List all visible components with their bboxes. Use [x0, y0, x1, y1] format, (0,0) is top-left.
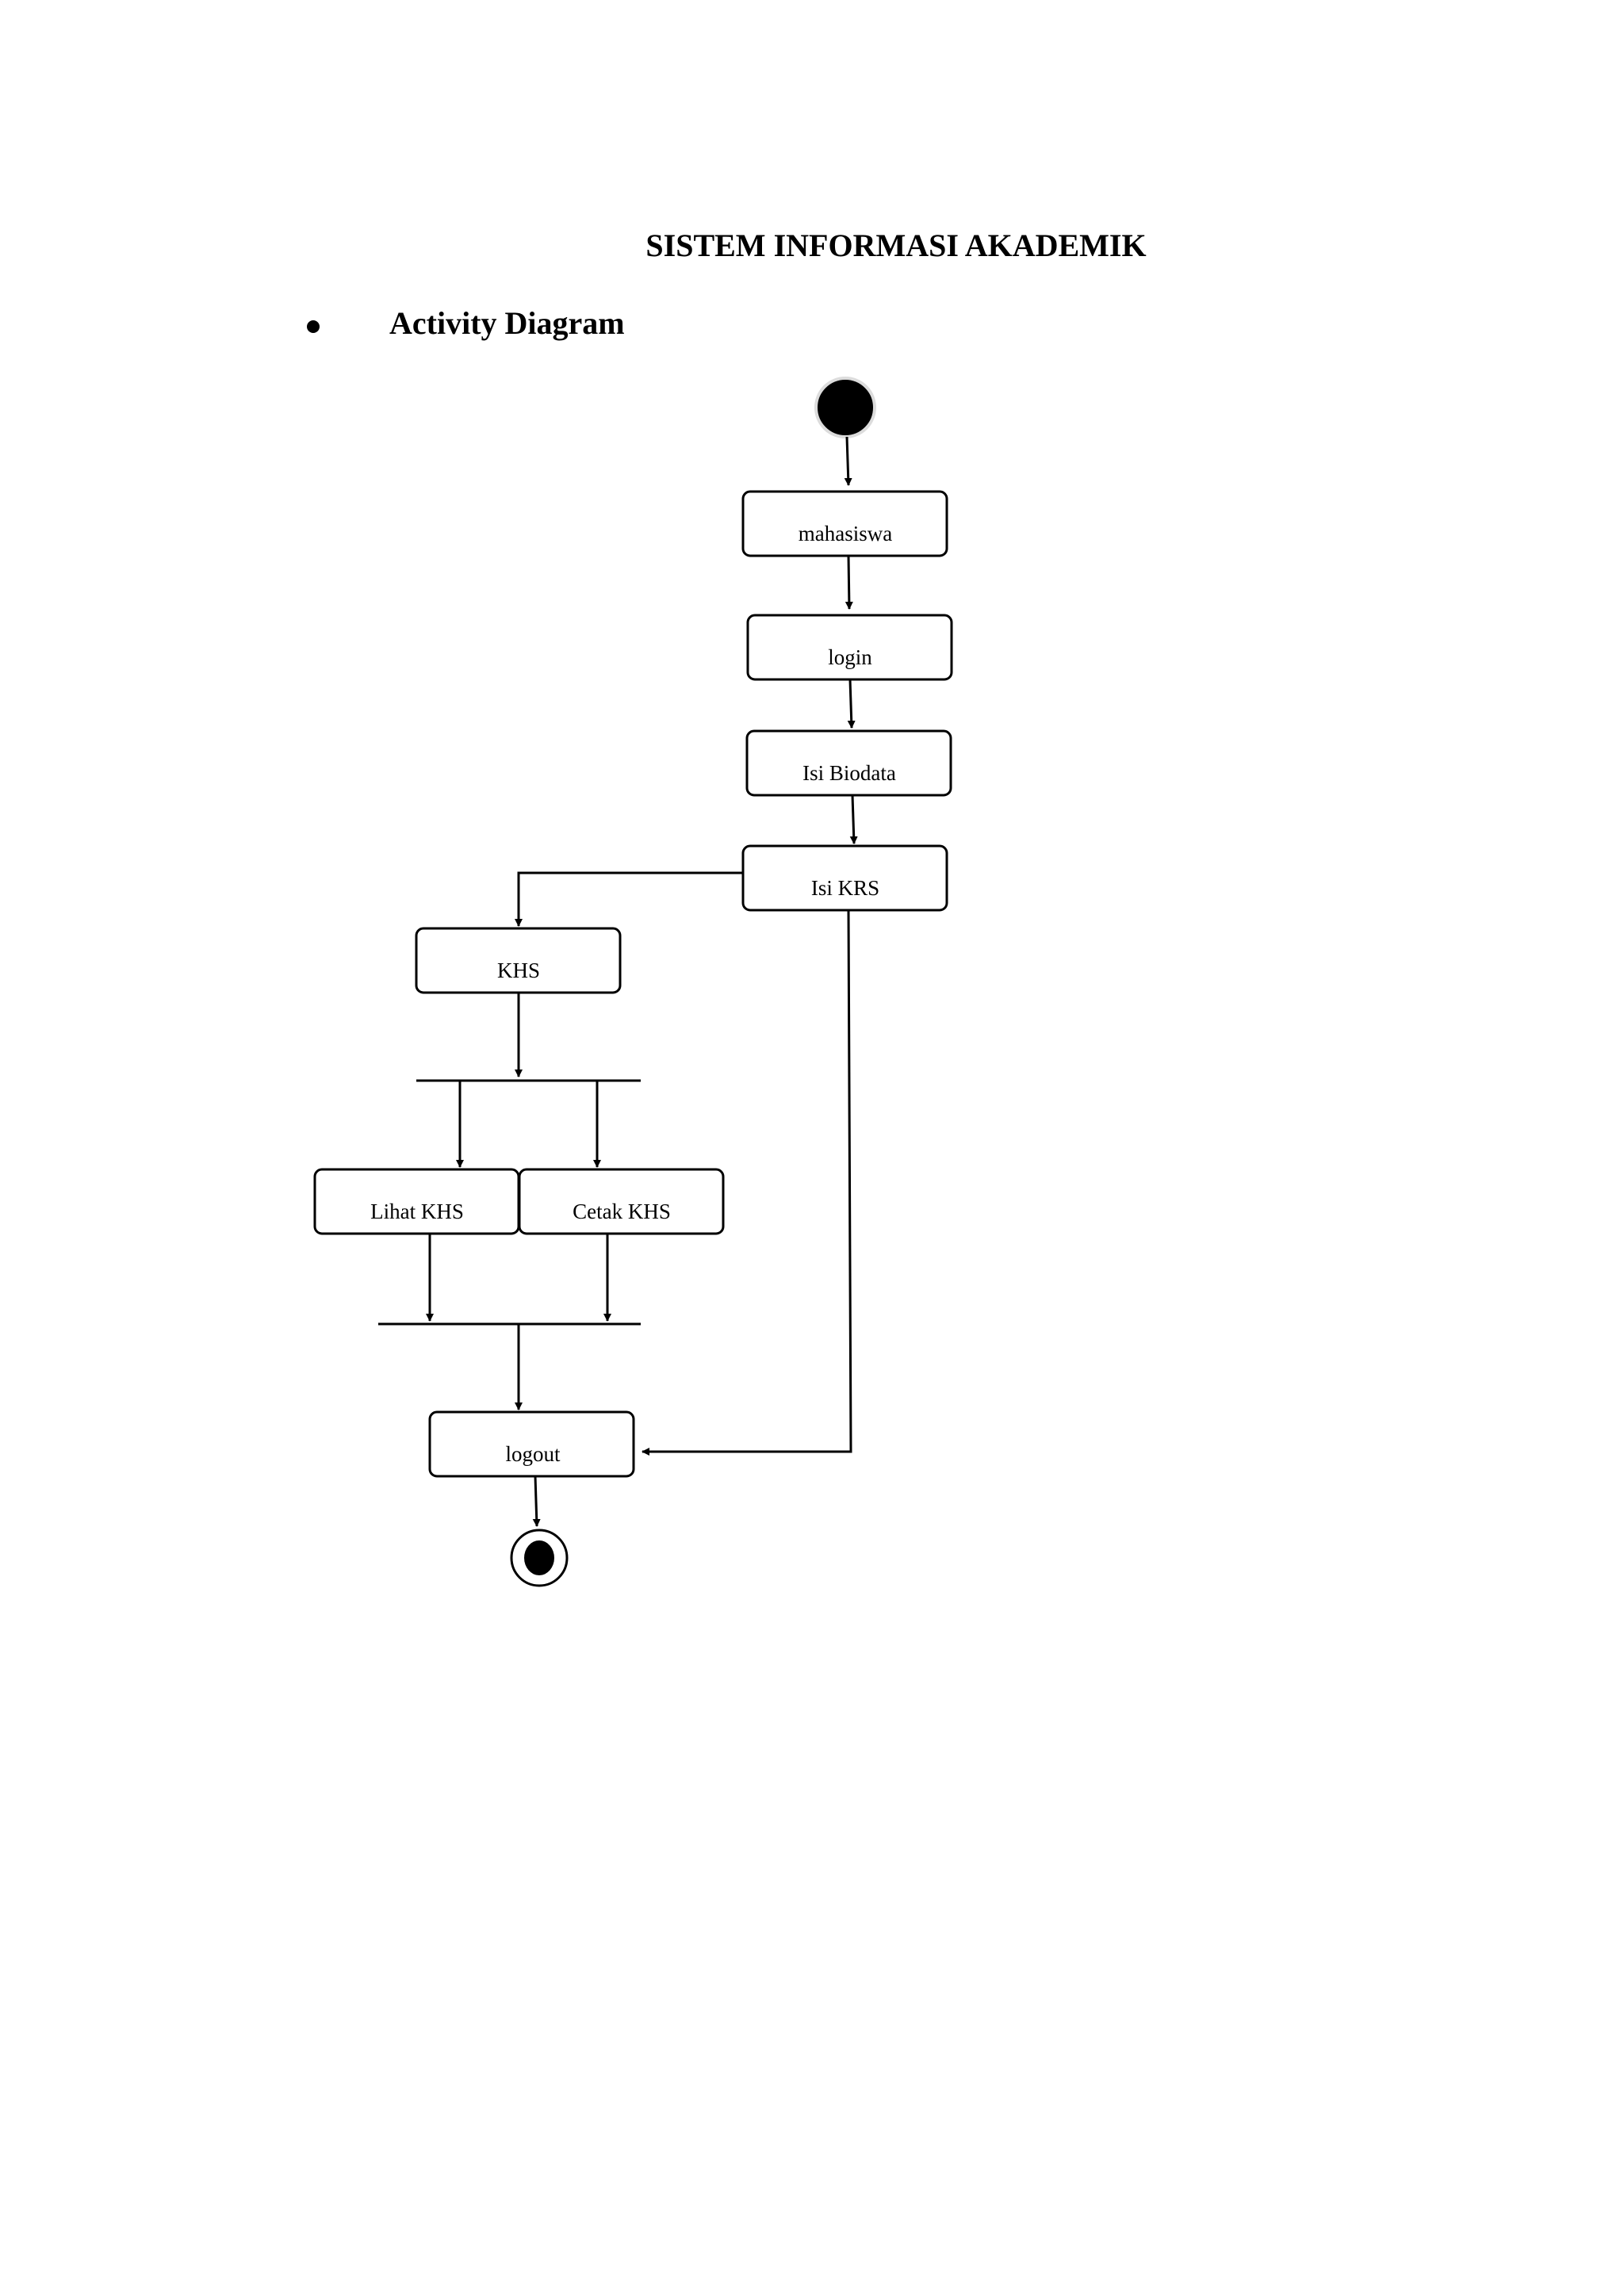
edge-start-mahasiswa [844, 436, 852, 486]
section-heading: Activity Diagram [389, 305, 625, 341]
label-login: login [828, 645, 872, 669]
action-isi-krs [741, 844, 948, 912]
label-mahasiswa: mahasiswa [799, 522, 892, 545]
label-isi-biodata: Isi Biodata [802, 761, 896, 785]
final-node-core [524, 1540, 554, 1575]
label-cetak-khs: Cetak KHS [573, 1200, 671, 1223]
label-khs: KHS [497, 959, 540, 982]
edge-login-biodata [847, 679, 856, 729]
label-isi-krs: Isi KRS [811, 876, 879, 900]
edge-biodata-krs [849, 794, 858, 844]
page-title: SISTEM INFORMASI AKADEMIK [645, 228, 1147, 263]
edge-logout-end [532, 1475, 541, 1527]
initial-node [814, 377, 876, 438]
action-login [746, 614, 953, 681]
label-logout: logout [505, 1442, 561, 1466]
bullet-point [307, 320, 320, 333]
label-lihat-khs: Lihat KHS [370, 1200, 464, 1223]
edge-krs-khs [515, 871, 743, 927]
action-isi-biodata [745, 729, 952, 797]
action-khs [415, 927, 622, 994]
action-logout [428, 1410, 635, 1478]
action-mahasiswa [741, 490, 948, 557]
action-cetak-khs [518, 1168, 725, 1235]
edge-krs-logout [642, 909, 852, 1456]
edge-mahasiswa-login [845, 555, 853, 610]
